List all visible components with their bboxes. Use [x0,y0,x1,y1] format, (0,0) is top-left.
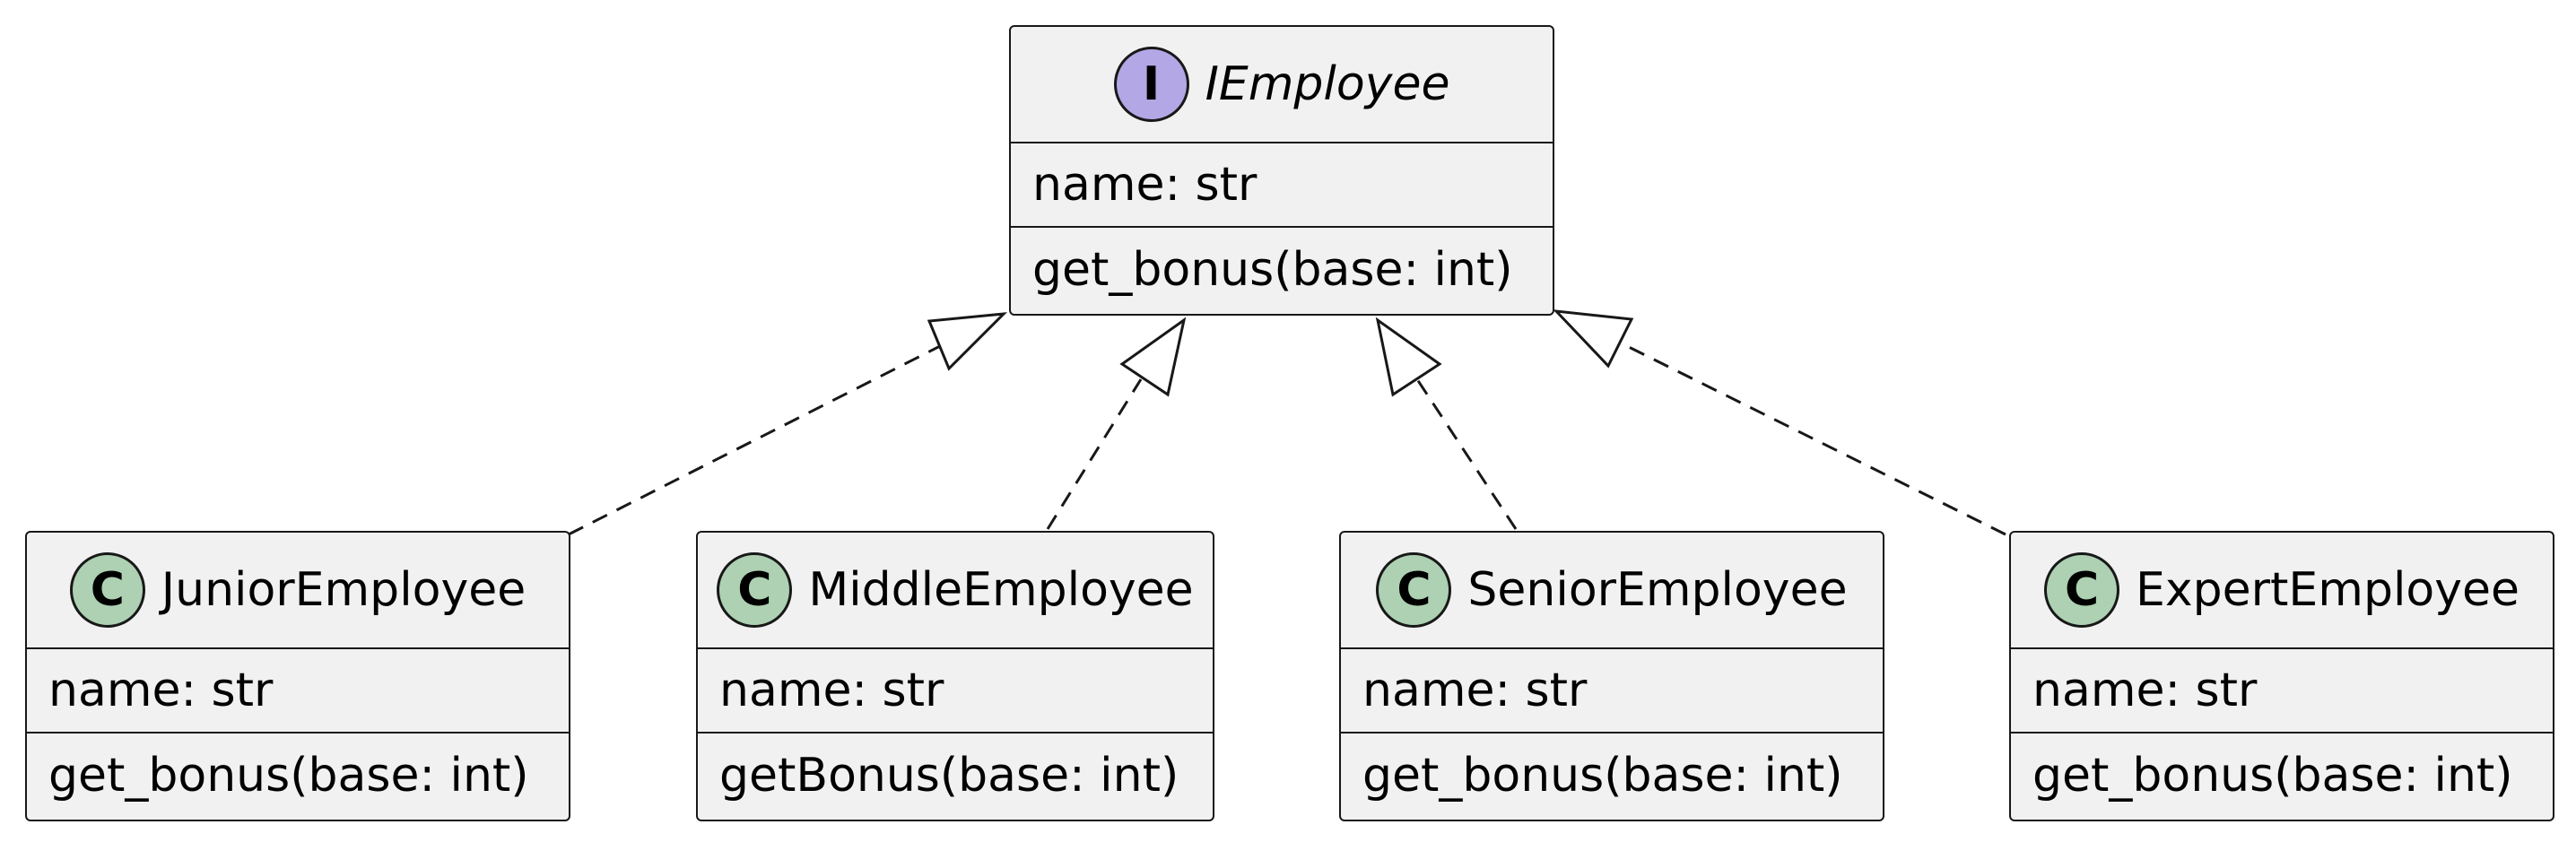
arrowhead-middle [1119,317,1187,397]
class-header: C JuniorEmployee [27,533,569,649]
class-attribute: name: str [1341,649,1883,733]
arrowhead-senior [1375,317,1442,397]
senior-employee-class-box[interactable]: C SeniorEmployee name: str get_bonus(bas… [1339,531,1884,821]
class-method: getBonus(base: int) [719,749,1179,803]
edge-middle-to-iemployee [1046,378,1143,530]
expert-employee-class-box[interactable]: C ExpertEmployee name: str get_bonus(bas… [2009,531,2554,821]
interface-badge-icon: I [1113,47,1189,122]
class-attribute: name: str [2011,649,2553,733]
class-badge-icon: C [717,552,793,628]
class-badge-icon: C [69,552,145,628]
class-badge-icon: C [2044,552,2120,628]
class-badge-icon: C [1376,552,1452,628]
arrowhead-expert [1553,309,1634,369]
edge-junior-to-iemployee [568,343,943,536]
interface-method: get_bonus(base: int) [1032,243,1513,297]
class-name: MiddleEmployee [808,563,1194,617]
class-header: C ExpertEmployee [2011,533,2553,649]
class-method: get_bonus(base: int) [48,749,529,803]
class-method: get_bonus(base: int) [2032,749,2513,803]
class-name: ExpertEmployee [2136,563,2519,617]
interface-name: IEmployee [1205,57,1450,111]
interface-attribute: name: str [1011,143,1553,228]
iemployee-interface-box[interactable]: I IEmployee name: str get_bonus(base: in… [1009,25,1554,316]
class-header: I IEmployee [1011,27,1553,143]
class-attribute: name: str [27,649,569,733]
class-attribute: name: str [698,649,1213,733]
junior-employee-class-box[interactable]: C JuniorEmployee name: str get_bonus(bas… [25,531,570,821]
class-name: JuniorEmployee [161,563,527,617]
class-header: C MiddleEmployee [698,533,1213,649]
class-header: C SeniorEmployee [1341,533,1883,649]
edge-senior-to-iemployee [1415,378,1518,530]
arrowhead-junior [927,312,1008,371]
middle-employee-class-box[interactable]: C MiddleEmployee name: str getBonus(base… [696,531,1214,821]
class-method: get_bonus(base: int) [1362,749,1843,803]
edge-expert-to-iemployee [1624,343,2006,536]
class-name: SeniorEmployee [1467,563,1848,617]
